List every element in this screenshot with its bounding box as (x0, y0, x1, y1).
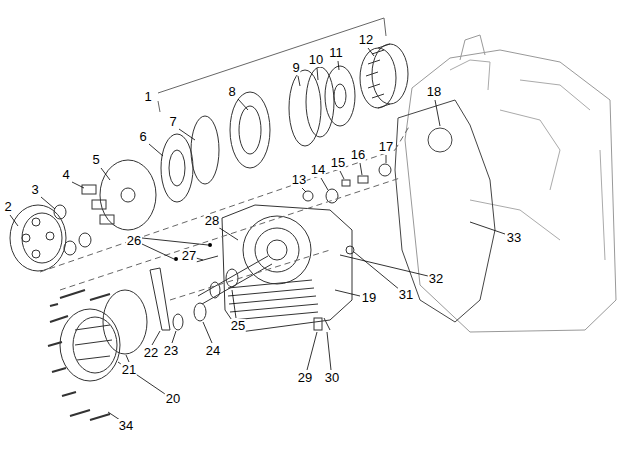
callout-number: 6 (138, 130, 147, 144)
callout-number: 11 (328, 46, 344, 60)
callout-number: 22 (143, 346, 159, 360)
callout-number: 15 (330, 156, 346, 170)
callout-number: 31 (398, 288, 414, 302)
callout-number: 29 (297, 371, 313, 385)
callout-number: 26 (126, 234, 142, 248)
callout-number: 9 (291, 61, 300, 75)
callout-number: 8 (227, 85, 236, 99)
callout-number: 20 (165, 392, 181, 406)
callout-number: 21 (121, 363, 137, 377)
callout-number: 13 (291, 173, 307, 187)
callout-number: 2 (3, 200, 12, 214)
callout-number: 1 (143, 90, 152, 104)
callout-number: 19 (361, 291, 377, 305)
callout-number: 24 (205, 344, 221, 358)
callout-number: 17 (378, 140, 394, 154)
callout-number: 18 (426, 85, 442, 99)
callout-number: 28 (204, 214, 220, 228)
callout-number: 4 (61, 168, 70, 182)
callout-number: 16 (350, 148, 366, 162)
callout-number: 3 (30, 183, 39, 197)
callout-number: 23 (163, 344, 179, 358)
callout-number: 25 (230, 319, 246, 333)
callout-number: 12 (358, 33, 374, 47)
callout-number: 5 (91, 153, 100, 167)
callout-number: 7 (168, 115, 177, 129)
callout-number: 14 (310, 163, 326, 177)
callout-number: 32 (428, 272, 444, 286)
callout-number: 10 (308, 53, 324, 67)
callout-number: 33 (506, 231, 522, 245)
callout-number: 27 (181, 249, 197, 263)
callout-number: 30 (324, 371, 340, 385)
callout-number: 34 (118, 419, 134, 433)
